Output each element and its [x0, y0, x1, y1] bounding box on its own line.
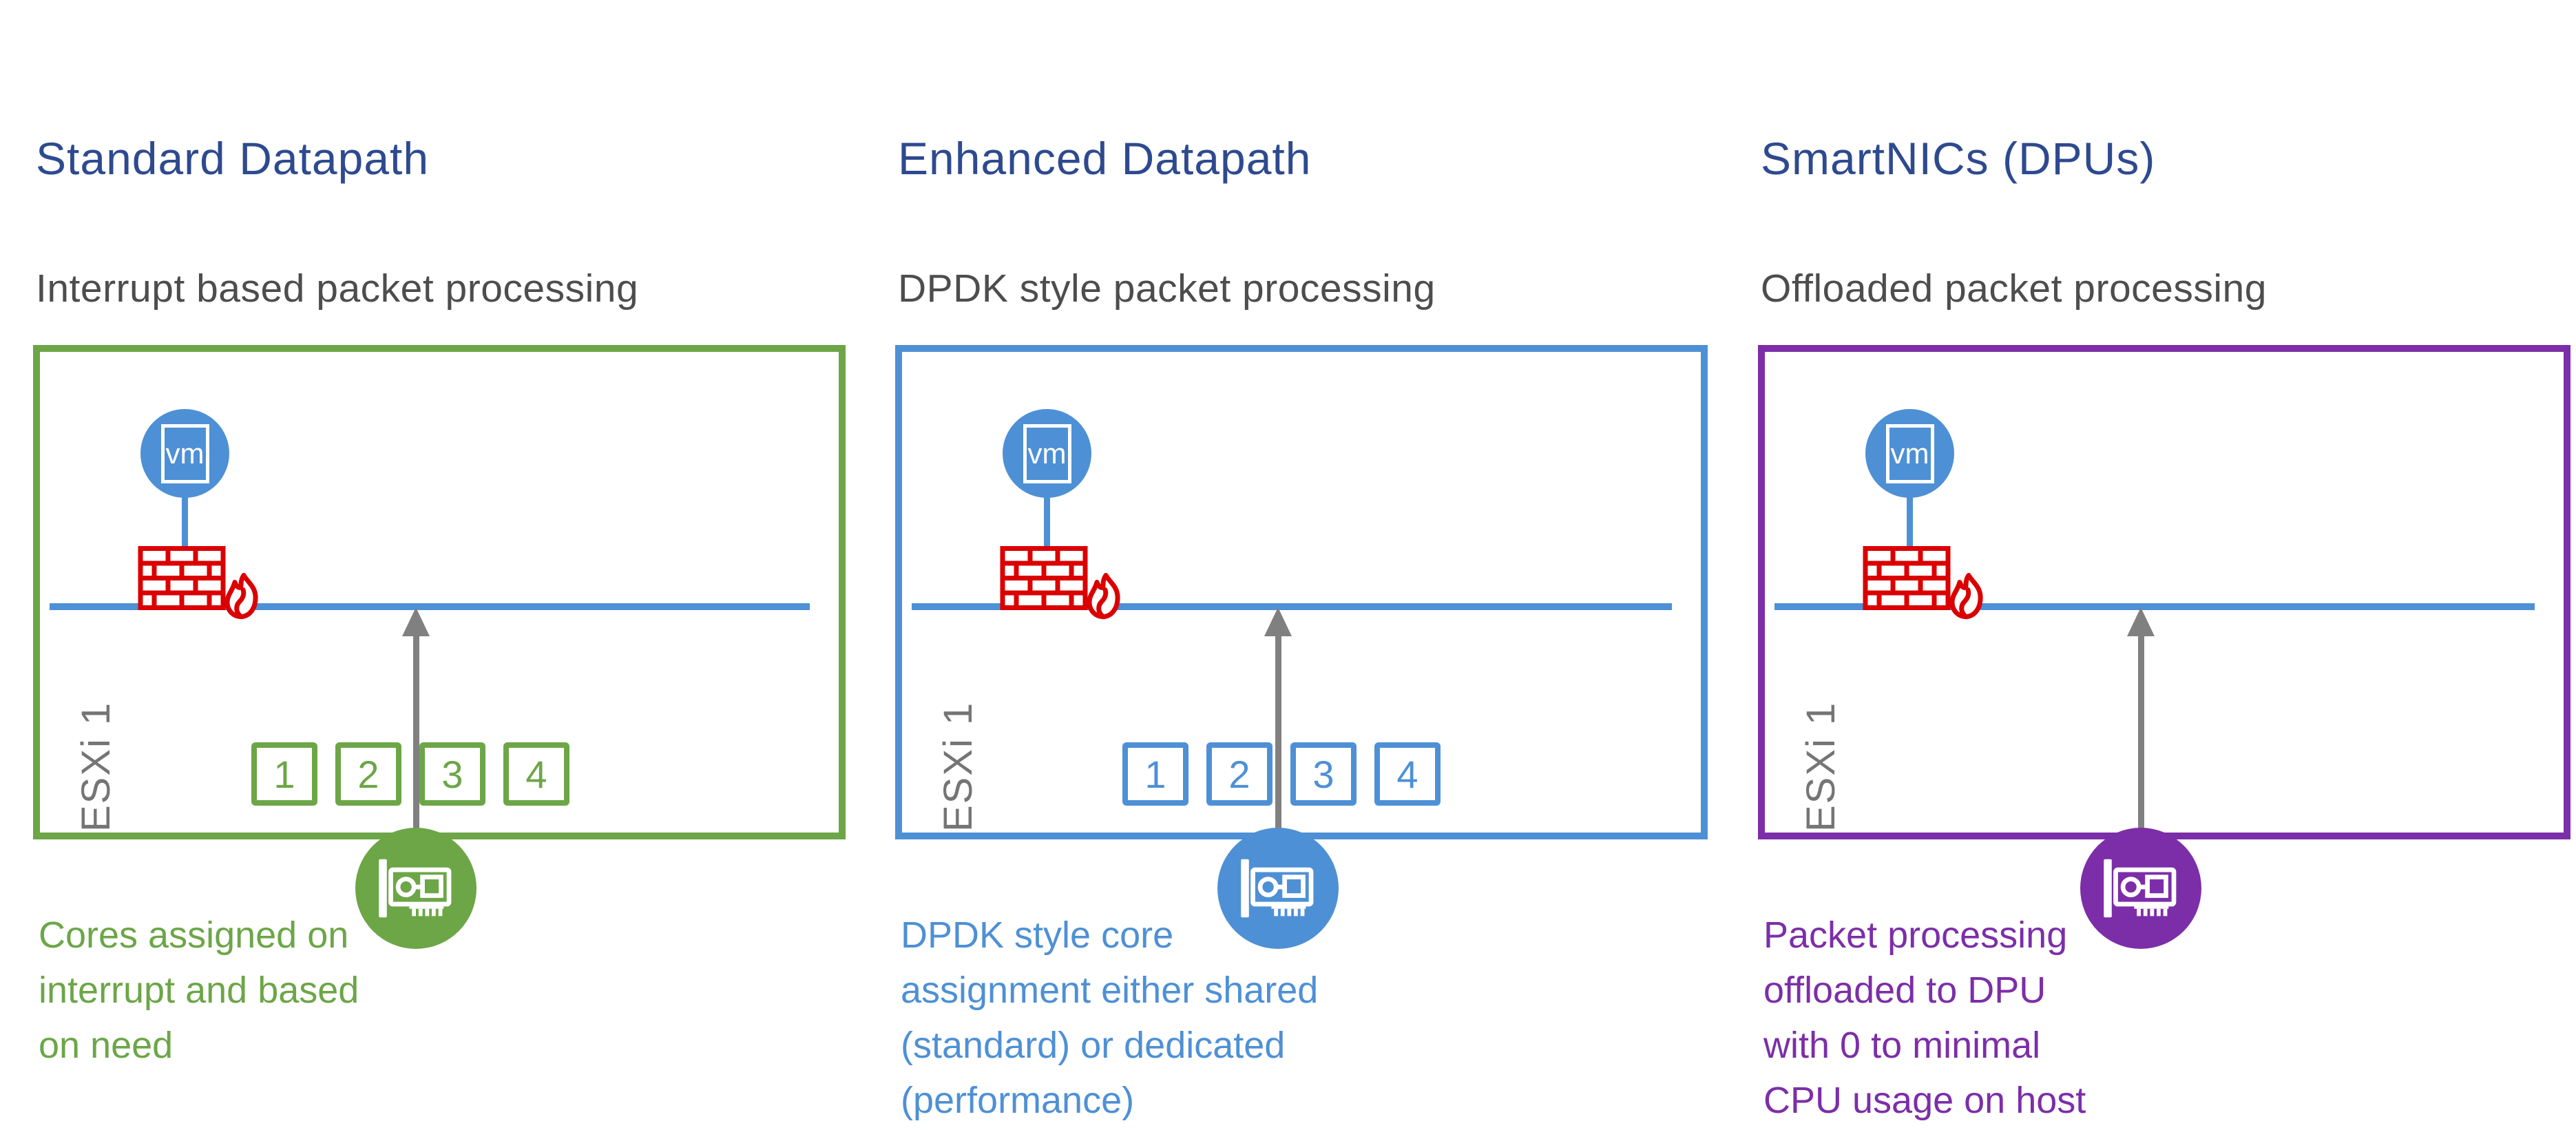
flame-icon [1949, 573, 1983, 620]
vm-icon: vm [1865, 409, 1954, 498]
firewall-icon [1000, 546, 1120, 620]
panel-description: Cores assigned on interrupt and based on… [39, 908, 359, 1073]
esxi-host-label: ESXi 1 [1799, 701, 1843, 832]
vm-icon: vm [1003, 409, 1091, 498]
panel-subtitle: Interrupt based packet processing [36, 266, 639, 311]
description-line: Packet processing [1763, 914, 2068, 956]
cpu-core-box: 3 [1290, 742, 1357, 806]
packet-path-arrow-line [2138, 631, 2144, 830]
virtual-switch-line [1774, 603, 2535, 610]
panel-description: Packet processing offloaded to DPU with … [1763, 908, 2086, 1128]
description-line: on need [39, 1025, 174, 1066]
virtual-switch-line [50, 603, 810, 610]
nic-icon [2080, 828, 2201, 949]
cpu-core-group: 1 2 3 4 [1122, 742, 1441, 806]
nic-icon [355, 828, 477, 949]
cpu-core-box: 4 [1374, 742, 1441, 806]
vm-icon-label: vm [1023, 423, 1071, 483]
packet-path-arrow-line [413, 631, 419, 830]
description-line: DPDK style core [901, 914, 1174, 956]
description-line: offloaded to DPU [1763, 970, 2046, 1011]
cpu-core-box: 4 [503, 742, 569, 806]
up-arrow-icon [402, 607, 430, 636]
cpu-core-box: 1 [1122, 742, 1188, 806]
panel-title: Enhanced Datapath [898, 133, 1312, 184]
panel-standard-datapath: Standard Datapath Interrupt based packet… [33, 0, 846, 1130]
description-line: with 0 to minimal [1763, 1025, 2041, 1066]
panel-enhanced-datapath: Enhanced Datapath DPDK style packet proc… [895, 0, 1708, 1130]
firewall-icon [1863, 546, 1983, 620]
firewall-icon [138, 546, 258, 620]
panel-title: Standard Datapath [36, 133, 430, 184]
cpu-core-group: 1 2 3 4 [251, 742, 569, 806]
description-line: (standard) or dedicated [901, 1025, 1286, 1066]
cpu-core-box: 3 [419, 742, 485, 806]
description-line: interrupt and based [39, 970, 359, 1011]
description-line: CPU usage on host [1763, 1080, 2086, 1121]
up-arrow-icon [2127, 607, 2155, 636]
vm-icon: vm [140, 409, 229, 498]
nic-icon [1217, 828, 1339, 949]
flame-icon [1087, 573, 1120, 620]
vm-icon-label: vm [160, 423, 209, 483]
network-card-icon [1241, 859, 1314, 918]
panel-subtitle: DPDK style packet processing [898, 266, 1436, 311]
cpu-core-box: 2 [1206, 742, 1273, 806]
up-arrow-icon [1264, 607, 1292, 636]
virtual-switch-line [912, 603, 1672, 610]
description-line: Cores assigned on [39, 914, 349, 956]
cpu-core-box: 2 [335, 742, 401, 806]
esxi-host-label: ESXi 1 [936, 701, 981, 832]
panel-title: SmartNICs (DPUs) [1761, 133, 2156, 184]
description-line: assignment either shared [901, 970, 1319, 1011]
panel-description: DPDK style core assignment either shared… [901, 908, 1318, 1128]
panel-subtitle: Offloaded packet processing [1761, 266, 2267, 311]
packet-path-arrow-line [1275, 631, 1281, 830]
network-card-icon [379, 859, 452, 918]
network-card-icon [2104, 859, 2177, 918]
panel-smartnics-dpus: SmartNICs (DPUs) Offloaded packet proces… [1758, 0, 2570, 1130]
esxi-host-label: ESXi 1 [74, 701, 118, 832]
description-line: (performance) [901, 1080, 1135, 1121]
flame-icon [224, 573, 258, 620]
cpu-core-box: 1 [251, 742, 317, 806]
vm-icon-label: vm [1885, 423, 1934, 483]
